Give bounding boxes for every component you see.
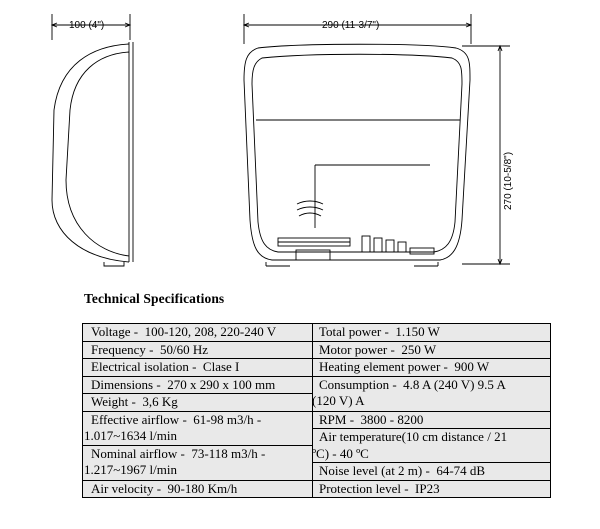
spec-cell: Protection level - IP23 [312, 479, 551, 498]
height-dimension-label: 270 (10-5/8") [503, 152, 514, 210]
table-row: Voltage - 100-120, 208, 220-240 V Total … [82, 323, 551, 342]
spec-cell: Voltage - 100-120, 208, 220-240 V [82, 323, 313, 342]
table-row: Effective airflow - 61-98 m3/h -1.017~16… [82, 410, 551, 446]
spec-cell: Consumption - 4.8 A (240 V) 9.5 A(120 V)… [312, 375, 551, 412]
spec-cell: Motor power - 250 W [312, 340, 551, 359]
depth-dimension-label: 100 (4") [69, 20, 104, 31]
spec-cell: Nominal airflow - 73-118 m3/h -1.217~196… [82, 444, 313, 481]
table-row: Frequency - 50/60 Hz Motor power - 250 W [82, 340, 551, 359]
spec-cell: RPM - 3800 - 8200 [312, 410, 551, 429]
height-dimension-lines [462, 44, 510, 266]
spec-cell: Electrical isolation - Clase I [82, 358, 313, 377]
table-row: Dimensions - 270 x 290 x 100 mm Consumpt… [82, 375, 551, 412]
spec-cell: Frequency - 50/60 Hz [82, 340, 313, 359]
depth-dimension-lines [50, 14, 132, 40]
technical-specifications-heading: Technical Specifications [84, 291, 225, 306]
width-dimension-label: 290 (11-3/7") [322, 20, 379, 31]
table-row: Air velocity - 90-180 Km/h Protection le… [82, 479, 551, 498]
hand-dryer-technical-drawing: 100 (4") 290 (11-3/7") 270 (10-5/8") [50, 14, 514, 267]
spec-cell: Noise level (at 2 m) - 64-74 dB [312, 462, 551, 481]
spec-cell: Dimensions - 270 x 290 x 100 mm [82, 375, 313, 394]
table-row: Nominal airflow - 73-118 m3/h -1.217~196… [82, 444, 551, 481]
spec-cell: Air velocity - 90-180 Km/h [82, 479, 313, 498]
spec-cell: Effective airflow - 61-98 m3/h -1.017~16… [82, 410, 313, 446]
spec-cell: Heating element power - 900 W [312, 358, 551, 377]
table-row: Electrical isolation - Clase I Heating e… [82, 358, 551, 377]
side-view [51, 42, 134, 267]
spec-cell: Total power - 1.150 W [312, 323, 551, 342]
front-view [243, 43, 471, 267]
width-dimension-lines [242, 14, 473, 44]
specifications-table: Voltage - 100-120, 208, 220-240 V Total … [82, 323, 551, 498]
spec-cell: Weight - 3,6 Kg [82, 393, 313, 412]
